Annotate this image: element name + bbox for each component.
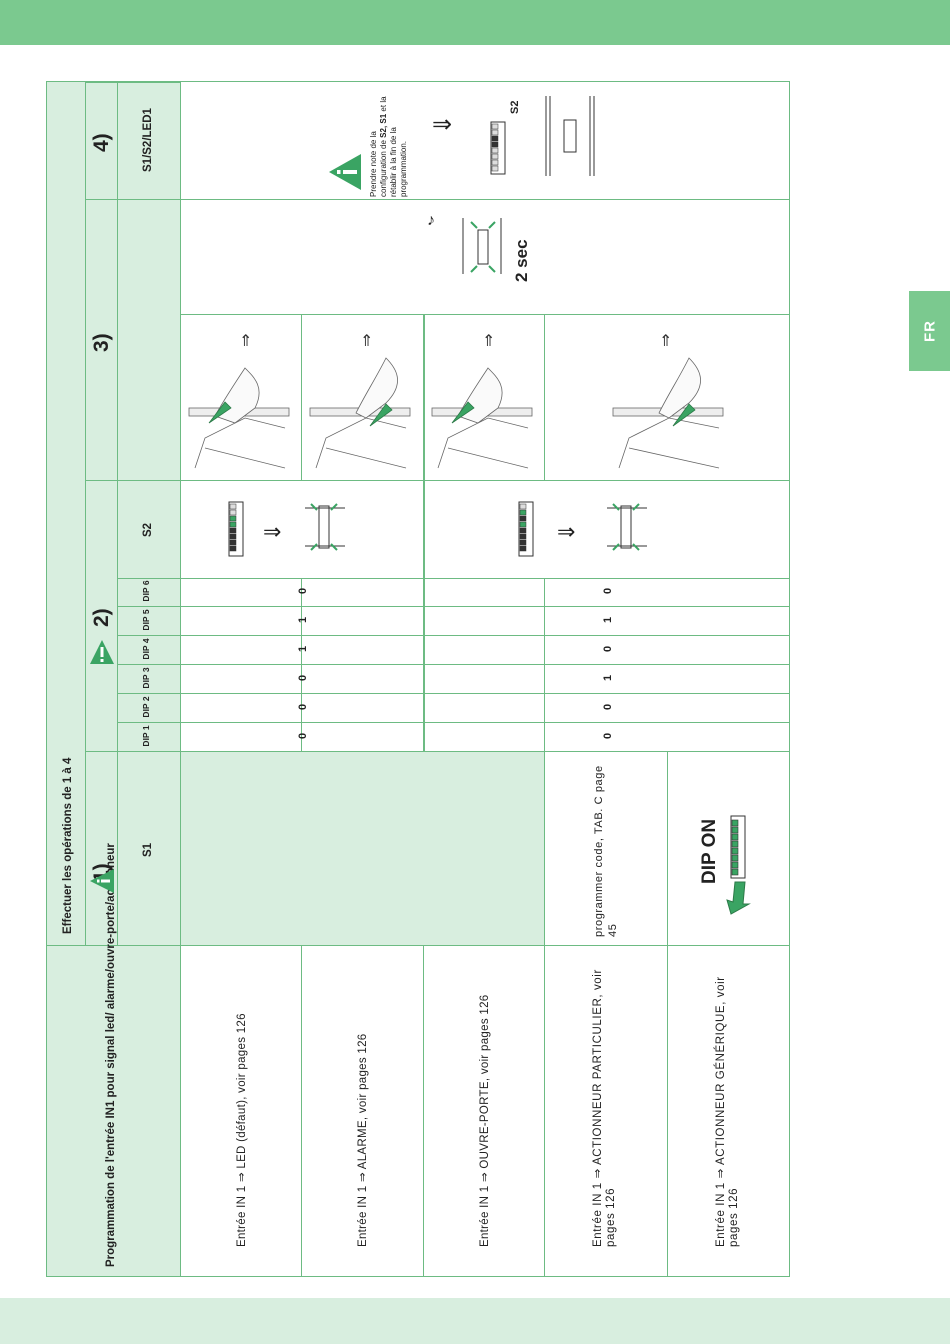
dip-value: 1	[602, 616, 614, 623]
header-column	[47, 82, 180, 1276]
led-device-icon	[542, 92, 598, 180]
hand-press-illustration: ⇑	[306, 328, 418, 476]
led-blink-icon	[457, 210, 509, 282]
row-label-actionneur-particulier: Entrée IN 1 ⇒ ACTIONNEUR PARTICULIER, vo…	[592, 969, 617, 1247]
svg-text:⇑: ⇑	[482, 331, 495, 350]
dip-1-header: DIP 1	[141, 725, 151, 747]
svg-text:⇑: ⇑	[659, 331, 672, 350]
svg-text:⇑: ⇑	[239, 331, 252, 350]
arrow-icon	[723, 878, 763, 918]
dip-on-label: DIP ON	[699, 818, 720, 884]
dip-value: 1	[602, 674, 614, 681]
dip-3-header: DIP 3	[141, 667, 151, 689]
dip-value: 1	[297, 645, 309, 652]
dip-value: 0	[297, 674, 309, 681]
dip-value: 0	[602, 645, 614, 652]
led-icon	[597, 502, 657, 552]
top-banner	[0, 0, 950, 45]
hand-press-illustration: ⇑	[185, 328, 297, 476]
dip-switch-icon	[487, 118, 547, 178]
dip-value: 0	[297, 732, 309, 739]
s2-header: S2	[142, 522, 154, 537]
arrow-right-icon: ⇒	[432, 111, 453, 138]
operations-header: Effectuer les opérations de 1 à 4	[62, 757, 74, 934]
svg-text:⇑: ⇑	[360, 331, 373, 350]
step-4-label: 4)	[90, 133, 113, 152]
warning-icon	[89, 868, 115, 894]
program-note: programmer code, TAB. C page 45	[593, 765, 619, 937]
duration-label: 2 sec	[512, 239, 531, 282]
hand-press-illustration: ⇑	[549, 328, 785, 476]
dip-6-header: DIP 6	[141, 580, 151, 602]
dip-5-header: DIP 5	[141, 609, 151, 631]
row-label-led: Entrée IN 1 ⇒ LED (défaut), voir pages 1…	[236, 1013, 248, 1247]
row-label-alarme: Entrée IN 1 ⇒ ALARME, voir pages 126	[357, 1033, 369, 1247]
table-frame: Programmation de l'entrée IN1 pour signa…	[46, 81, 790, 1277]
dip-value: 0	[297, 703, 309, 710]
language-tab-label: FR	[921, 320, 938, 342]
dip-value: 0	[602, 732, 614, 739]
language-tab[interactable]: FR	[909, 291, 950, 371]
dip-value: 0	[297, 587, 309, 594]
s1-header: S1	[142, 842, 154, 857]
dip-value: 1	[297, 616, 309, 623]
warning-icon	[89, 639, 115, 665]
arrow-right-icon: ⇒	[557, 519, 576, 544]
arrow-right-icon: ⇒	[263, 519, 282, 544]
dip-switch-icon	[719, 812, 759, 882]
warning-icon	[327, 152, 363, 192]
s1-s2-led1-header: S1/S2/LED1	[142, 108, 154, 172]
step-2-label: 2)	[90, 608, 113, 627]
row-label-ouvre-porte: Entrée IN 1 ⇒ OUVRE-PORTE, voir pages 12…	[479, 994, 491, 1247]
beep-icon: ♪	[427, 212, 435, 229]
table-title: Programmation de l'entrée IN1 pour signa…	[105, 843, 117, 1267]
dip-switch-icon	[225, 500, 265, 558]
dip-4-header: DIP 4	[141, 638, 151, 660]
s2-label: S2	[509, 100, 521, 114]
warning-note: Prendre note de la configuration de S2, …	[369, 96, 408, 197]
bottom-banner	[0, 1298, 950, 1344]
dip-value: 0	[602, 703, 614, 710]
dip-2-header: DIP 2	[141, 696, 151, 718]
row-label-actionneur-generique: Entrée IN 1 ⇒ ACTIONNEUR GÉNÉRIQUE, voir…	[715, 976, 740, 1247]
dip-value: 0	[602, 587, 614, 594]
step-3-label: 3)	[90, 333, 113, 352]
hand-press-illustration: ⇑	[428, 328, 540, 476]
led-icon	[295, 502, 355, 552]
dip-switch-icon	[515, 500, 555, 558]
